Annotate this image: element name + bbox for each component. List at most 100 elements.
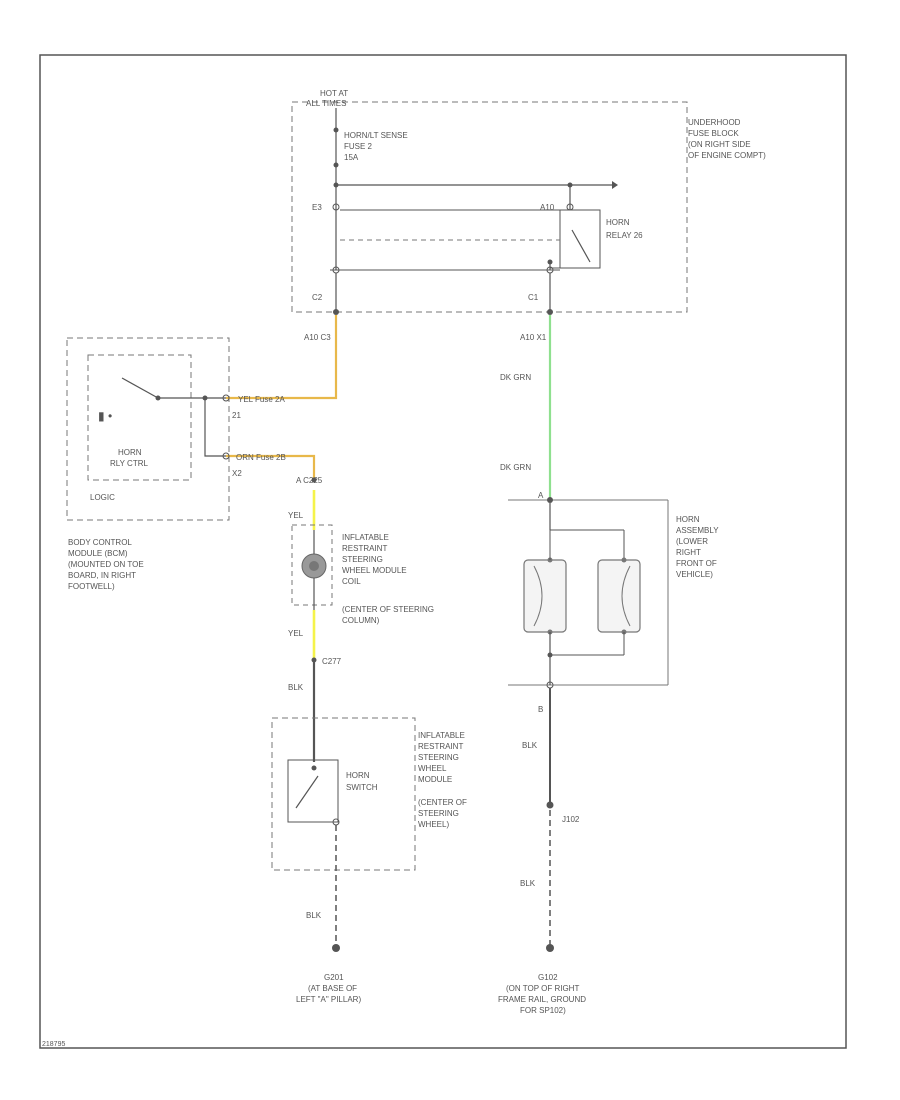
horn-pin-a-label: A <box>538 491 544 500</box>
horn-desc-1: HORN <box>676 515 700 524</box>
dkgrn-label-1: DK GRN <box>500 373 531 382</box>
horn-switch-blade <box>295 775 319 809</box>
right-conn-label: A10 X1 <box>520 333 547 342</box>
horn-return-splice <box>547 652 553 658</box>
bcm-desc-5: FOOTWELL) <box>68 582 115 591</box>
bcm-dashed-box <box>66 337 230 521</box>
bcm-pin-2 <box>222 452 230 460</box>
horn-assembly: A HORN ASSEMBLY (LOWER RIGHT FRONT OF VE… <box>508 491 719 689</box>
horn-switch-label-1: HORN <box>346 771 370 780</box>
pin-e3-label: E3 <box>312 203 322 212</box>
right-horn-top-dot <box>621 557 627 563</box>
horn-switch-desc-5: MODULE <box>418 775 452 784</box>
logic-label: LOGIC <box>90 493 115 502</box>
coil-desc-7: COLUMN) <box>342 616 380 625</box>
horn-pin-a-terminal <box>547 497 553 503</box>
blk-label-4: BLK <box>520 879 536 888</box>
horn-relay-box <box>559 209 601 269</box>
splice-j102-icon <box>546 801 554 809</box>
ground-g102-icon <box>546 944 554 952</box>
orange-wire-1 <box>226 315 338 400</box>
coil-desc-4: WHEEL MODULE <box>342 566 407 575</box>
bcm-pin-1-label: 21 <box>232 411 241 420</box>
c1-plug <box>547 309 553 315</box>
bcm-switch-blade <box>121 377 159 399</box>
horn-switch-desc-3: STEERING <box>418 753 459 762</box>
left-horn-icon <box>523 559 567 633</box>
fuse-label-2: FUSE 2 <box>344 142 373 151</box>
fuse-block-title-3: (ON RIGHT SIDE <box>688 140 751 149</box>
bus-arrow <box>612 181 618 189</box>
horn-switch-dashed-box <box>271 717 416 871</box>
horn-switch-desc-4: WHEEL <box>418 764 447 773</box>
hot-at-line-2: ALL TIMES <box>306 99 346 108</box>
right-horn-icon <box>597 559 641 633</box>
horn-switch-desc-8: WHEEL) <box>418 820 449 829</box>
fuse-terminal-top <box>333 127 339 133</box>
bcm-branch <box>204 398 226 457</box>
fuse-block-title-1: UNDERHOOD <box>688 118 741 127</box>
coil-desc-5: COIL <box>342 577 361 586</box>
left-conn-label: A10 C3 <box>304 333 331 342</box>
ground-right-2: (ON TOP OF RIGHT <box>506 984 579 993</box>
bcm-pin-1 <box>222 394 230 402</box>
horn-switch-module: HORN SWITCH INFLATABLE RESTRAINT STEERIN… <box>271 717 467 871</box>
c277-label: C277 <box>322 657 342 666</box>
coil-conn-label: A C225 <box>296 476 323 485</box>
coil-icon-center <box>309 561 319 571</box>
horn-switch-desc-7: STEERING <box>418 809 459 818</box>
coil-desc-1: INFLATABLE <box>342 533 389 542</box>
horn-pin-b-label: B <box>538 705 543 714</box>
horn-relay-label-1: HORN <box>606 218 630 227</box>
horn-switch-inner-box <box>287 759 339 823</box>
horn-rly-ctrl-1: HORN <box>118 448 142 457</box>
steering-wheel-coil: INFLATABLE RESTRAINT STEERING WHEEL MODU… <box>291 524 434 625</box>
hot-at-line-1: HOT AT <box>320 89 348 98</box>
yel-label-2: YEL <box>288 629 304 638</box>
horn-rly-ctrl-2: RLY CTRL <box>110 459 148 468</box>
fuse-block-title-4: OF ENGINE COMPT) <box>688 151 766 160</box>
ground-right-1: G102 <box>538 973 558 982</box>
blk-label-1: BLK <box>288 683 304 692</box>
ground-g201-icon <box>332 944 340 952</box>
underhood-fuse-block: HOT AT ALL TIMES HORN/LT SENSE FUSE 2 15… <box>291 89 766 315</box>
orange-wire-2-label: ORN Fuse 2B <box>236 453 286 462</box>
fuse-terminal-bottom <box>333 162 339 168</box>
bcm-inner-box <box>87 354 192 481</box>
horn-switch-top-terminal <box>311 765 317 771</box>
pin-e3-terminal <box>332 203 340 211</box>
bcm-pin-2-label: X2 <box>232 469 242 478</box>
coil-conn-dot <box>311 477 317 483</box>
fuse-label-1: HORN/LT SENSE <box>344 131 408 140</box>
figure-id: 218795 <box>42 1041 65 1048</box>
coil-desc-2: RESTRAINT <box>342 544 387 553</box>
horn-switch-desc-1: INFLATABLE <box>418 731 465 740</box>
horn-switch-desc-2: RESTRAINT <box>418 742 463 751</box>
horn-desc-5: FRONT OF <box>676 559 717 568</box>
dkgrn-label-2: DK GRN <box>500 463 531 472</box>
blk-label-3: BLK <box>522 741 538 750</box>
coil-dashed-box <box>291 524 333 606</box>
c2-plug <box>333 309 339 315</box>
horn-desc-2: ASSEMBLY <box>676 526 719 535</box>
fuse-label-3: 15A <box>344 153 359 162</box>
conn-c2-label: C2 <box>312 293 323 302</box>
fuse-block-title-2: FUSE BLOCK <box>688 129 739 138</box>
right-horn-bell <box>621 565 631 627</box>
c277-dot <box>311 657 317 663</box>
ground-left-2: (AT BASE OF <box>308 984 357 993</box>
blk-label-2: BLK <box>306 911 322 920</box>
ground-right-4: FOR SP102) <box>520 1006 566 1015</box>
ground-symbol-icon: ▮ • <box>98 409 112 423</box>
orange-wire-2 <box>226 454 316 480</box>
body-control-module: 21 X2 ▮ • HORN RLY CTRL LOGIC BODY CONTR… <box>66 337 242 591</box>
fuse-block-dashed-box <box>291 101 688 313</box>
diagram-frame <box>39 54 847 1049</box>
horn-desc-4: RIGHT <box>676 548 701 557</box>
horn-switch-label-2: SWITCH <box>346 783 378 792</box>
orange-wire-1-label: YEL Fuse 2A <box>238 395 286 404</box>
conn-c1-label: C1 <box>528 293 539 302</box>
coil-desc-6: (CENTER OF STEERING <box>342 605 434 614</box>
yel-label-1: YEL <box>288 511 304 520</box>
